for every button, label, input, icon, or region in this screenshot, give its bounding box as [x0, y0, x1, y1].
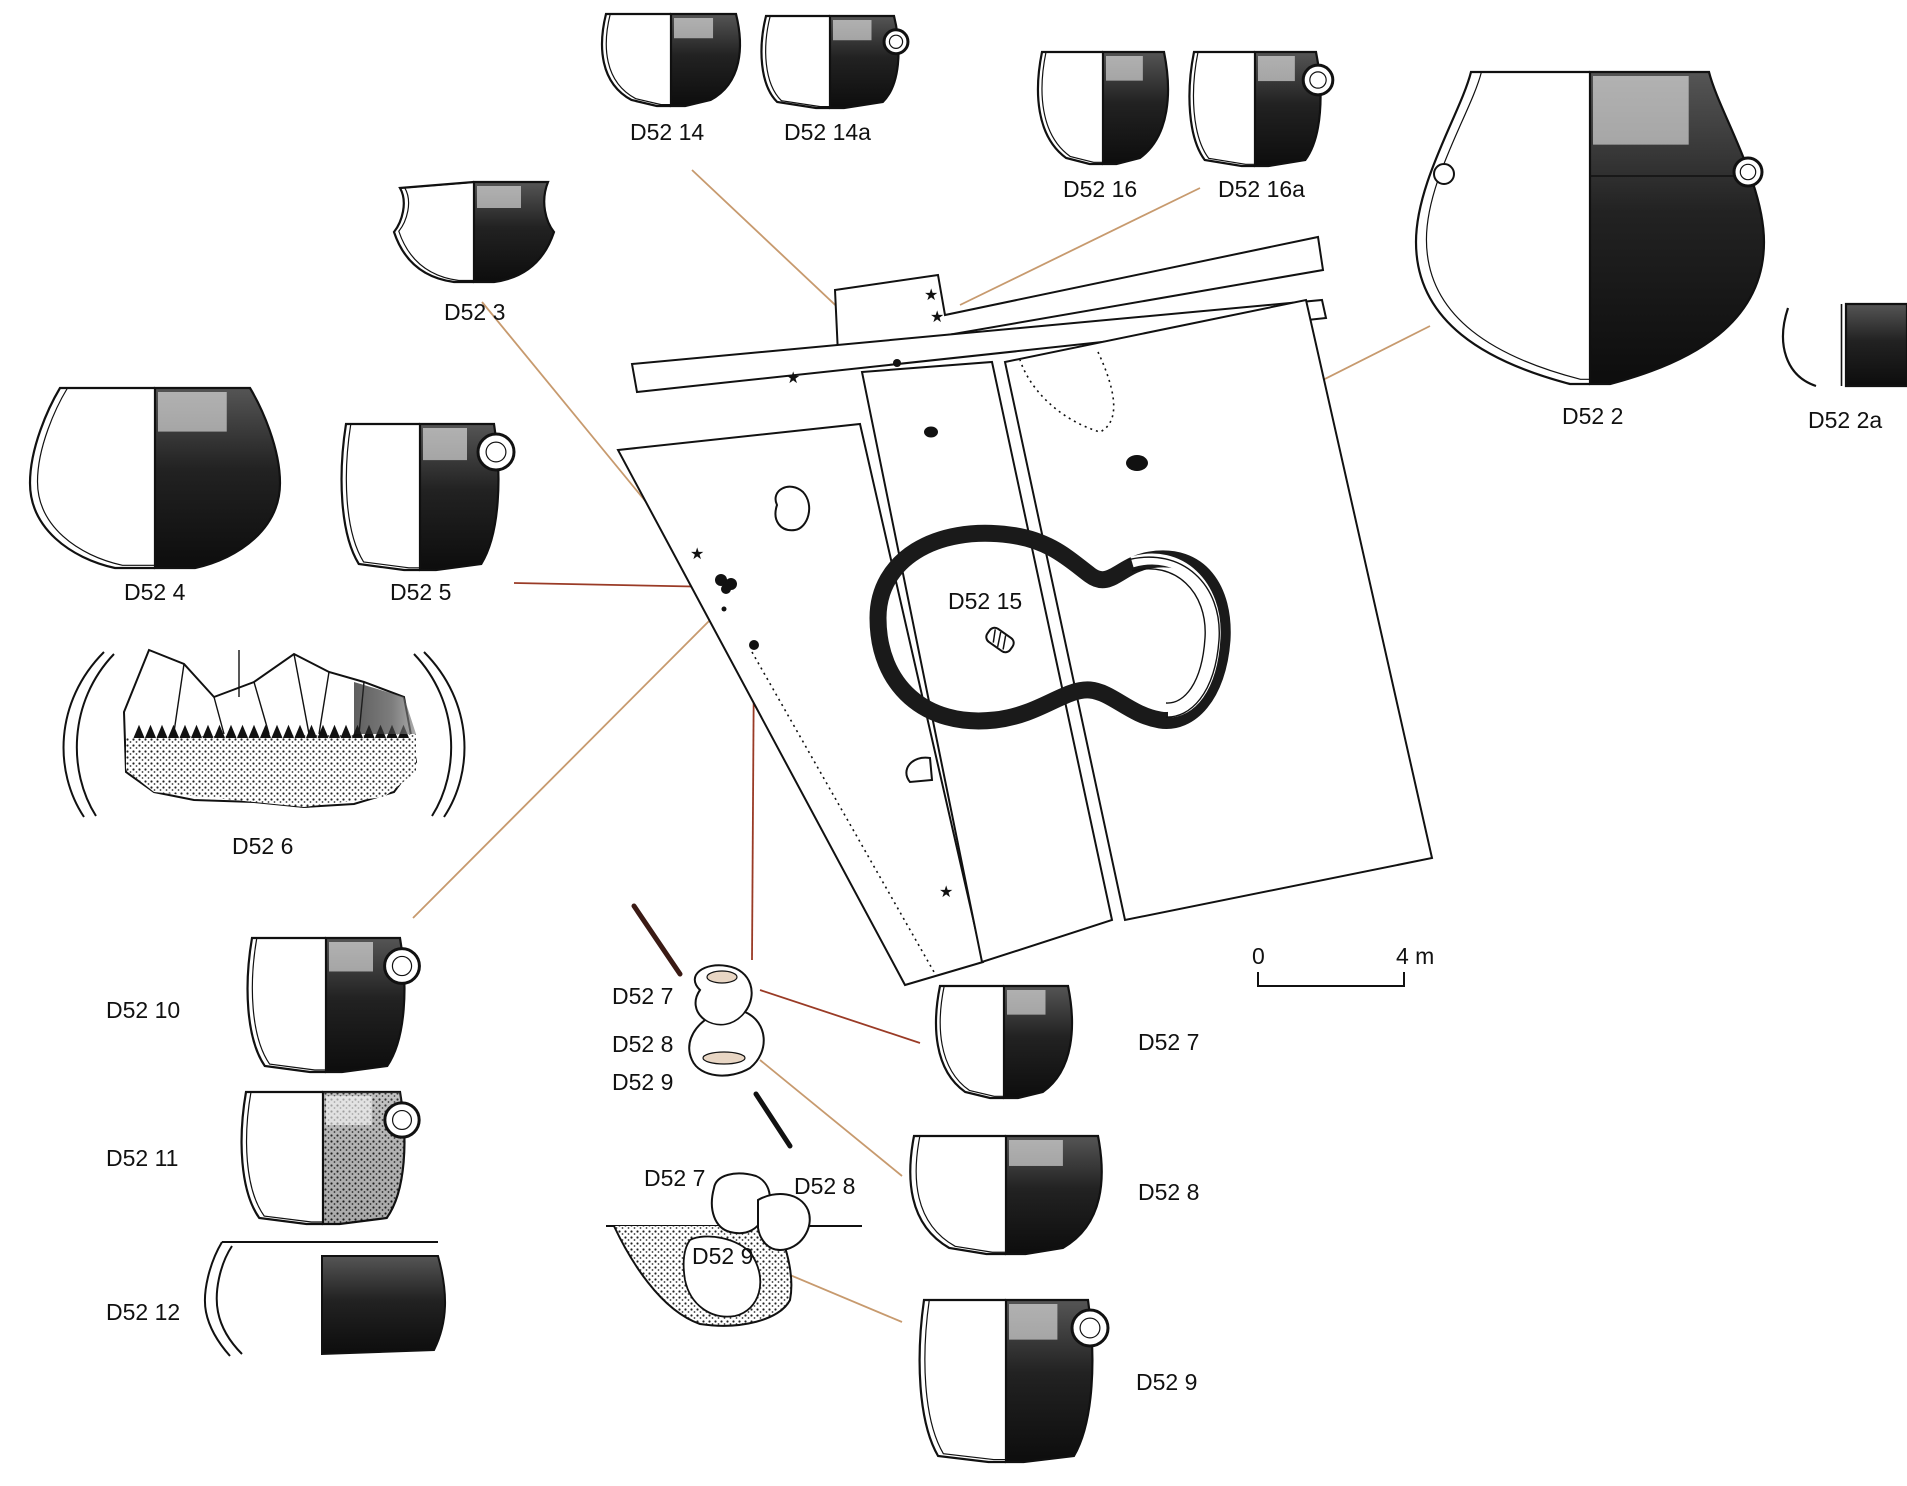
vessel-d52-12 [204, 1241, 446, 1357]
find-dot [721, 584, 731, 594]
find-group-label-7: D52 7 [612, 983, 673, 1009]
star-marker-3: ★ [786, 368, 800, 387]
scale-bar: 0 4 m [1252, 943, 1434, 987]
dotted-boundary [751, 651, 935, 973]
dotted-arc [1019, 351, 1115, 433]
vessel-d52-9 [918, 1298, 1110, 1464]
vessel-d52-7 [934, 984, 1074, 1100]
small-pit [774, 485, 811, 532]
vessel-drawings [28, 12, 1907, 1464]
find-dot [1126, 455, 1148, 471]
star-marker-4: ★ [690, 544, 704, 563]
vessel-d52-14 [600, 12, 742, 108]
section-label-9: D52 9 [692, 1243, 753, 1269]
label-d52-14: D52 14 [630, 119, 704, 145]
trench-long-strip [630, 298, 1328, 394]
feature-label: D52 15 [948, 588, 1022, 614]
label-d52-8: D52 8 [1138, 1179, 1199, 1205]
find-group-plan: D52 7 D52 8 D52 9 [612, 903, 793, 1149]
label-d52-3: D52 3 [444, 299, 505, 325]
label-d52-10: D52 10 [106, 997, 180, 1023]
find-dot [749, 640, 759, 650]
vessel-labels: D52 14 D52 14a D52 16 D52 16a D52 3 D52 … [106, 119, 1882, 1395]
label-d52-9: D52 9 [1136, 1369, 1197, 1395]
vessel-d52-3 [392, 180, 556, 284]
trench-middle-strip [860, 360, 1114, 964]
label-d52-16: D52 16 [1063, 176, 1137, 202]
star-marker-5: ★ [939, 882, 953, 901]
vessel-d52-4 [28, 386, 282, 570]
plan-finds: ★ ★ ★ ★ ★ [690, 285, 1148, 901]
vessel-d52-2a [1781, 302, 1907, 388]
label-d52-7: D52 7 [1138, 1029, 1199, 1055]
vessel-d52-5 [340, 422, 516, 572]
vessel-d52-6 [62, 648, 466, 818]
label-d52-6: D52 6 [232, 833, 293, 859]
leader-line [513, 582, 719, 588]
vessel-d52-10 [246, 936, 421, 1074]
section-label-8: D52 8 [794, 1173, 855, 1199]
find-group-label-8: D52 8 [612, 1031, 673, 1057]
section-label-7: D52 7 [644, 1165, 705, 1191]
leader-line [959, 187, 1201, 306]
leader-line [759, 989, 921, 1044]
vessel-d52-2 [1414, 70, 1766, 386]
leader-line [759, 1059, 903, 1177]
star-marker-1: ★ [924, 285, 938, 304]
find-group-label-9: D52 9 [612, 1069, 673, 1095]
label-d52-4: D52 4 [124, 579, 186, 605]
star-marker-2: ★ [930, 307, 944, 326]
find-dot [721, 606, 727, 612]
scale-start-label: 0 [1252, 943, 1265, 969]
label-d52-2a: D52 2a [1808, 407, 1882, 433]
vessel-d52-11 [240, 1090, 421, 1226]
find-dot [893, 359, 901, 367]
pit-section: D52 7 D52 8 D52 9 [606, 1165, 862, 1327]
scale-end-label: 4 m [1396, 943, 1434, 969]
leader-line [412, 605, 725, 919]
label-d52-14a: D52 14a [784, 119, 871, 145]
find-dot [924, 426, 938, 438]
label-d52-2: D52 2 [1562, 403, 1623, 429]
vessel-d52-16a [1188, 50, 1335, 168]
find-dot [715, 574, 727, 586]
feature-d52-15: D52 15 [869, 524, 1231, 730]
label-d52-5: D52 5 [390, 579, 451, 605]
label-d52-16a: D52 16a [1218, 176, 1305, 202]
vessel-d52-14a [760, 14, 910, 110]
vessel-d52-16 [1036, 50, 1170, 166]
excavation-plan [616, 235, 1434, 987]
label-d52-11: D52 11 [106, 1145, 178, 1171]
small-half-feature [905, 756, 934, 784]
vessel-d52-8 [909, 1134, 1103, 1256]
label-d52-12: D52 12 [106, 1299, 180, 1325]
